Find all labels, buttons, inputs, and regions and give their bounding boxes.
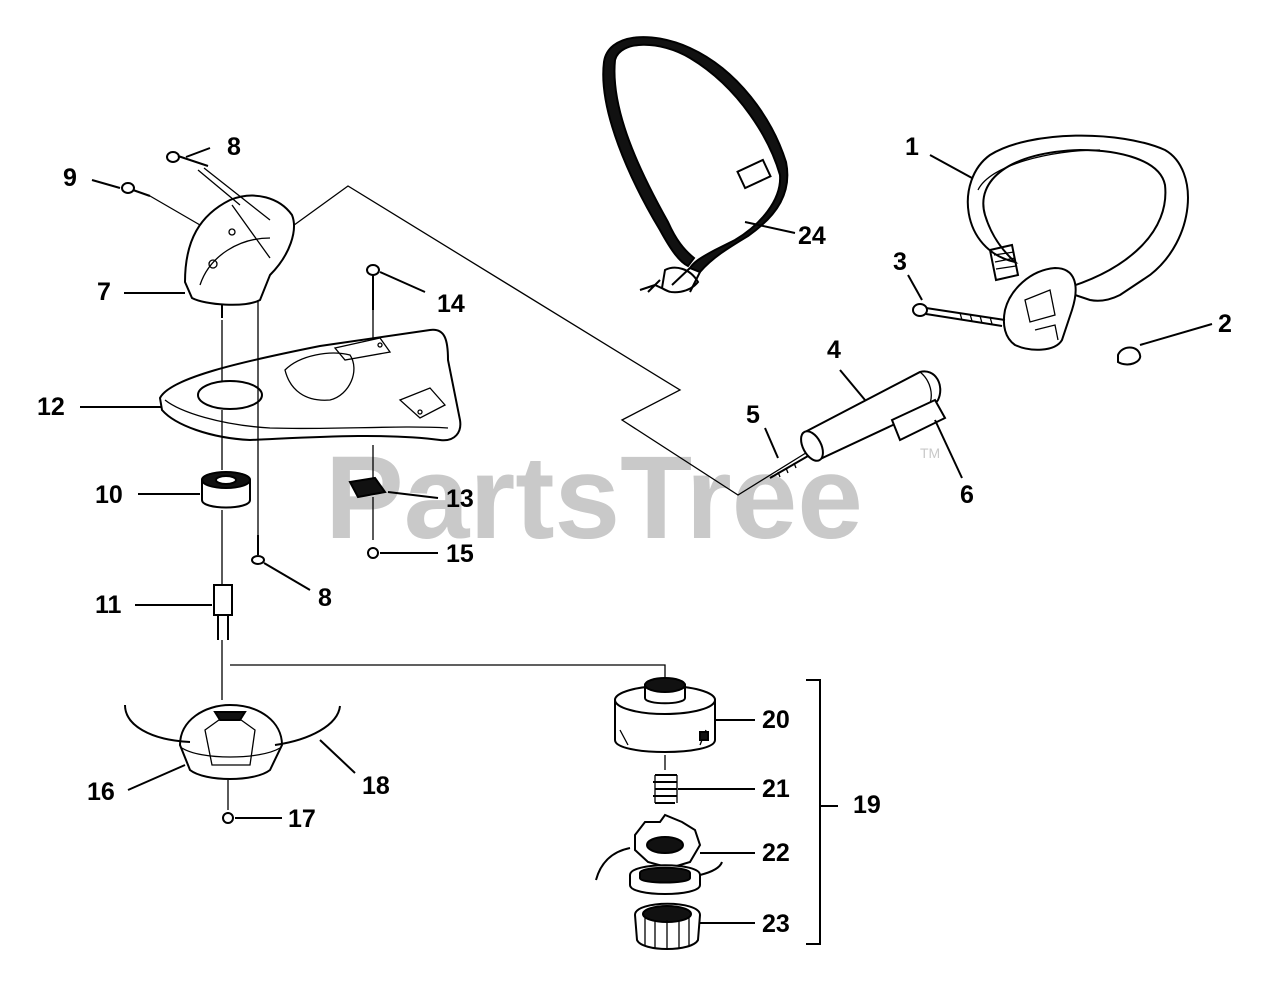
callout-7: 7 — [97, 278, 111, 306]
watermark-text: PartsTree — [325, 432, 863, 564]
callout-23: 23 — [762, 910, 790, 938]
part-10-bearing — [201, 410, 251, 509]
connector-line — [230, 664, 666, 678]
callout-2: 2 — [1218, 310, 1232, 338]
callout-8-top: 8 — [227, 133, 241, 161]
callout-16: 16 — [87, 778, 115, 806]
callout-11: 11 — [95, 591, 122, 619]
part-2-wing-nut — [1117, 346, 1142, 366]
part-22-spool — [595, 813, 723, 895]
callout-17: 17 — [288, 805, 316, 833]
leader-lines — [80, 147, 1213, 924]
part-9-screw — [121, 182, 201, 226]
part-24-shoulder-strap — [602, 36, 789, 294]
part-23-bump-knob — [633, 902, 702, 950]
callout-13: 13 — [446, 485, 474, 513]
part-1-loop-handle — [966, 134, 1189, 351]
callout-14: 14 — [437, 290, 465, 318]
callout-18: 18 — [362, 772, 390, 800]
callout-3: 3 — [893, 248, 907, 276]
callout-12: 12 — [37, 393, 65, 421]
callout-5: 5 — [746, 401, 760, 429]
assembly-bracket-19 — [806, 679, 821, 945]
watermark-trademark: TM — [920, 445, 940, 461]
part-3-bolt — [912, 303, 1006, 327]
part-8-screw-bottom — [251, 410, 265, 565]
part-13-line-cutter — [348, 445, 387, 499]
part-5-screw — [769, 455, 809, 479]
part-21-spring — [653, 755, 678, 804]
callout-24: 24 — [798, 222, 826, 250]
part-6-insert — [890, 398, 947, 442]
part-20-spool-housing — [614, 677, 716, 753]
part-18-trimmer-line — [124, 704, 341, 746]
part-12-guard — [158, 300, 462, 442]
part-14-bolt — [366, 264, 380, 338]
callout-numbers: 1 2 3 4 5 6 7 8 8 9 10 11 12 13 14 15 16… — [37, 133, 1232, 938]
callout-21: 21 — [762, 775, 790, 803]
callout-10: 10 — [95, 481, 123, 509]
part-15-nut — [367, 497, 379, 559]
part-8-screw-top — [166, 151, 271, 221]
part-4-shaft-tube — [800, 370, 942, 462]
callout-19: 19 — [853, 791, 881, 819]
callout-20: 20 — [762, 706, 790, 734]
part-17-bolt — [222, 780, 234, 824]
callout-8-bottom: 8 — [318, 584, 332, 612]
callout-6: 6 — [960, 481, 974, 509]
callout-1: 1 — [905, 133, 919, 161]
part-11-drive-adapter — [213, 510, 233, 700]
callout-4: 4 — [827, 336, 841, 364]
part-16-trimmer-head — [178, 703, 284, 780]
shaft-guide-line — [289, 185, 831, 496]
callout-9: 9 — [63, 164, 77, 192]
part-7-gear-head — [183, 194, 295, 318]
callout-22: 22 — [762, 839, 790, 867]
callout-15: 15 — [446, 540, 474, 568]
